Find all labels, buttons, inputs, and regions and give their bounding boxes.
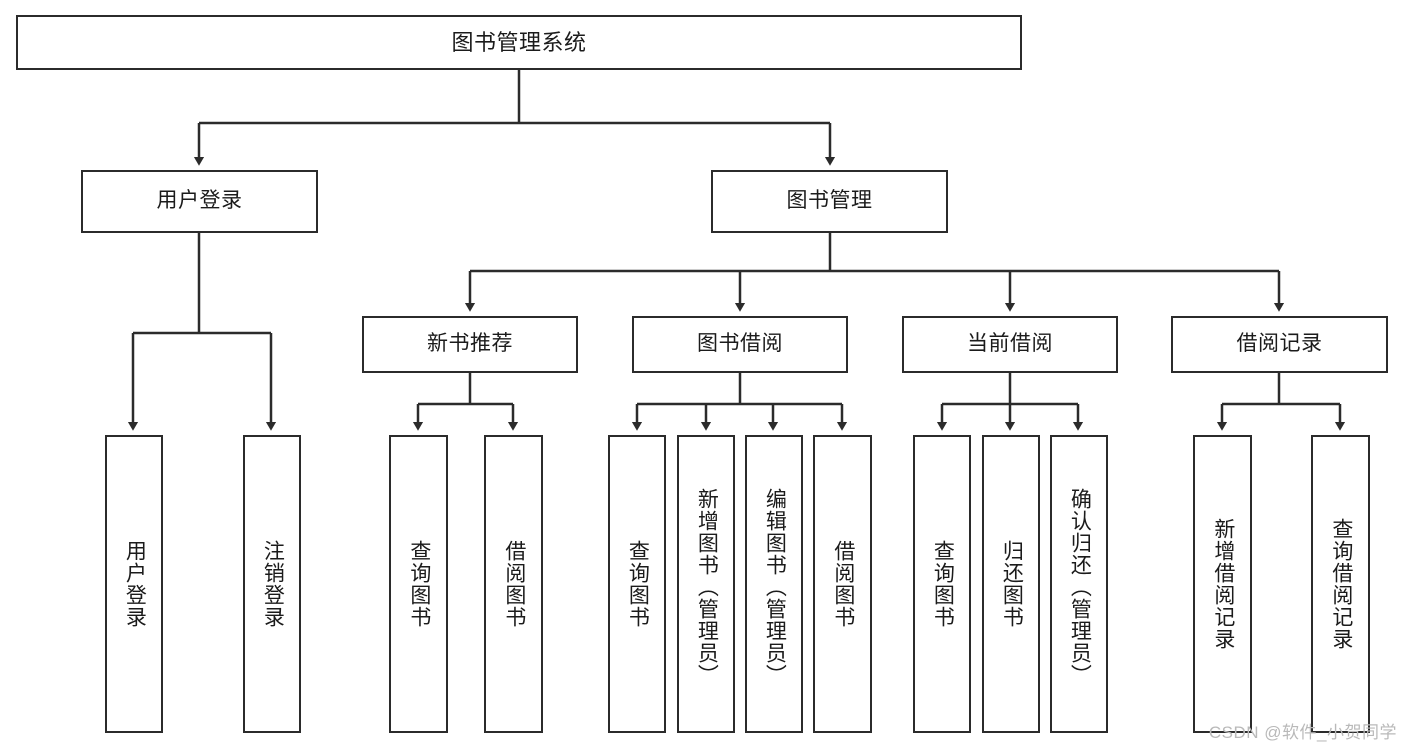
node-book-management[interactable]: 图书管理 <box>711 170 948 233</box>
leaf-add-book-admin[interactable]: 新增图书（管理员） <box>677 435 735 733</box>
watermark: CSDN @软件_小贺同学 <box>1208 723 1397 742</box>
node-book-borrow[interactable]: 图书借阅 <box>632 316 848 373</box>
leaf-user-login[interactable]: 用户登录 <box>105 435 163 733</box>
node-label: 图书管理系统 <box>451 29 587 55</box>
node-label: 查询借阅记录 <box>1329 518 1353 650</box>
leaf-current-query-book[interactable]: 查询图书 <box>913 435 971 733</box>
node-label: 借阅图书 <box>502 540 526 628</box>
node-label: 归还图书 <box>1000 540 1024 628</box>
leaf-query-borrow-record[interactable]: 查询借阅记录 <box>1311 435 1370 733</box>
node-label: 新增图书（管理员） <box>695 488 719 686</box>
leaf-recommend-borrow-book[interactable]: 借阅图书 <box>484 435 543 733</box>
node-label: 查询图书 <box>407 540 431 628</box>
node-borrow-record[interactable]: 借阅记录 <box>1171 316 1388 373</box>
node-new-book-recommend[interactable]: 新书推荐 <box>362 316 578 373</box>
node-current-borrow[interactable]: 当前借阅 <box>902 316 1118 373</box>
node-user-login[interactable]: 用户登录 <box>81 170 318 233</box>
node-label: 编辑图书（管理员） <box>763 488 787 686</box>
leaf-edit-book-admin[interactable]: 编辑图书（管理员） <box>745 435 803 733</box>
node-root-system[interactable]: 图书管理系统 <box>16 15 1022 70</box>
node-label: 图书借阅 <box>697 332 783 356</box>
node-label: 借阅图书 <box>831 540 855 628</box>
node-label: 查询图书 <box>931 540 955 628</box>
node-label: 新增借阅记录 <box>1211 518 1235 650</box>
node-label: 查询图书 <box>626 540 650 628</box>
leaf-logout[interactable]: 注销登录 <box>243 435 301 733</box>
node-label: 用户登录 <box>123 540 147 628</box>
leaf-return-book[interactable]: 归还图书 <box>982 435 1040 733</box>
node-label: 确认归还（管理员） <box>1068 488 1092 686</box>
node-label: 注销登录 <box>261 540 285 628</box>
node-label: 图书管理 <box>786 189 873 213</box>
leaf-recommend-query-book[interactable]: 查询图书 <box>389 435 448 733</box>
node-label: 用户登录 <box>156 189 243 213</box>
node-label: 新书推荐 <box>427 332 513 356</box>
leaf-borrow-borrow-book[interactable]: 借阅图书 <box>813 435 872 733</box>
node-label: 借阅记录 <box>1236 332 1323 356</box>
leaf-add-borrow-record[interactable]: 新增借阅记录 <box>1193 435 1252 733</box>
node-label: 当前借阅 <box>967 332 1053 356</box>
leaf-confirm-return-admin[interactable]: 确认归还（管理员） <box>1050 435 1108 733</box>
leaf-borrow-query-book[interactable]: 查询图书 <box>608 435 666 733</box>
